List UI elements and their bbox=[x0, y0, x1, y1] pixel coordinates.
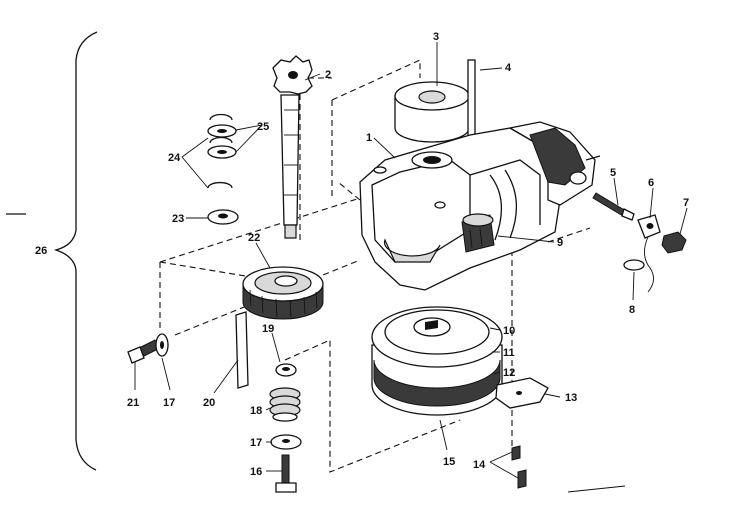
label-8: 8 bbox=[629, 304, 635, 316]
part-motor-end bbox=[508, 121, 601, 206]
part-screws-14 bbox=[511, 445, 527, 489]
label-23: 23 bbox=[172, 213, 184, 225]
part-spur-gear bbox=[242, 266, 324, 320]
label-12: 12 bbox=[503, 367, 515, 379]
part-housing bbox=[359, 127, 561, 291]
label-20: 20 bbox=[203, 397, 215, 409]
label-5: 5 bbox=[610, 167, 616, 179]
part-field-coil bbox=[371, 306, 503, 416]
label-3: 3 bbox=[433, 31, 439, 43]
part-nut bbox=[661, 231, 687, 254]
label-26: 26 bbox=[35, 245, 47, 257]
label-2: 2 bbox=[325, 69, 331, 81]
part-bracket bbox=[495, 377, 549, 409]
part-bar bbox=[235, 311, 249, 389]
assembly-bracket bbox=[53, 31, 98, 471]
label-17-left: 17 bbox=[163, 397, 175, 409]
part-washer-23 bbox=[207, 209, 239, 225]
leader-lines bbox=[134, 42, 688, 493]
label-14: 14 bbox=[473, 459, 486, 471]
part-wire-disc bbox=[623, 236, 654, 293]
part-bolt-left bbox=[127, 333, 169, 364]
label-13: 13 bbox=[565, 392, 577, 404]
part-pin bbox=[467, 59, 476, 141]
part-screw-5 bbox=[592, 192, 635, 221]
label-21: 21 bbox=[127, 397, 139, 409]
label-17-stack: 17 bbox=[250, 437, 262, 449]
label-16: 16 bbox=[250, 466, 262, 478]
label-4: 4 bbox=[505, 62, 512, 74]
label-24: 24 bbox=[168, 152, 181, 164]
part-labels: 1 2 3 4 5 6 7 8 9 10 11 12 13 14 15 16 1… bbox=[35, 31, 689, 478]
label-11: 11 bbox=[503, 347, 515, 359]
part-spring-stack bbox=[269, 363, 302, 493]
label-25: 25 bbox=[257, 121, 269, 133]
label-1: 1 bbox=[366, 132, 372, 144]
part-bushing bbox=[394, 81, 470, 143]
part-lug bbox=[637, 214, 661, 239]
label-22: 22 bbox=[248, 232, 260, 244]
label-9: 9 bbox=[557, 237, 563, 249]
label-7: 7 bbox=[683, 197, 689, 209]
part-pinion-gear bbox=[461, 213, 495, 253]
part-spindle-shaft bbox=[272, 55, 313, 239]
label-15: 15 bbox=[443, 456, 455, 468]
label-19: 19 bbox=[262, 323, 274, 335]
part-clips-washers bbox=[207, 113, 237, 189]
label-18: 18 bbox=[250, 405, 262, 417]
dashed-guides bbox=[159, 59, 591, 473]
label-10: 10 bbox=[503, 325, 515, 337]
label-6: 6 bbox=[648, 177, 654, 189]
